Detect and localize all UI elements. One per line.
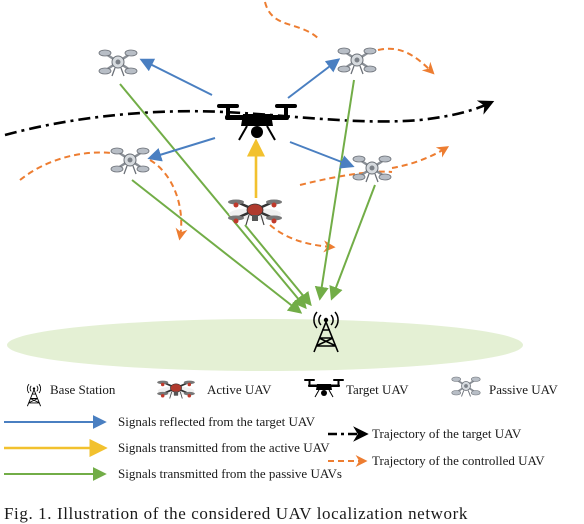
- legend-passive-tx-label: Signals transmitted from the passive UAV…: [118, 466, 342, 481]
- legend-active-uav-icon: [156, 379, 196, 400]
- ground-area: [7, 319, 523, 371]
- legend-passive-uav-label: Passive UAV: [489, 382, 558, 397]
- legend-base-station-label: Base Station: [50, 382, 116, 397]
- passive-uav-icon: [97, 48, 139, 78]
- legend-target-traj-label: Trajectory of the target UAV: [372, 426, 522, 441]
- legend-controlled-traj-label: Trajectory of the controlled UAV: [372, 453, 545, 468]
- passive-uav-icon: [351, 154, 393, 184]
- controlled-trajectories: [19, 1, 450, 253]
- target-uav-icon: [216, 103, 298, 141]
- active-uav-icon: [226, 198, 284, 227]
- legend-target-uav-label: Target UAV: [346, 382, 409, 397]
- legend-passive-uav-icon: [450, 376, 482, 398]
- legend-reflected-label: Signals reflected from the target UAV: [118, 414, 315, 429]
- legend-active-uav-label: Active UAV: [207, 382, 272, 397]
- passive-uav-icon: [109, 146, 151, 176]
- legend-target-uav-icon: [303, 378, 345, 398]
- passive-uav-icon: [336, 46, 378, 76]
- legend-active-tx-label: Signals transmitted from the active UAV: [118, 440, 330, 455]
- figure-caption: Fig. 1. Illustration of the considered U…: [4, 504, 468, 523]
- legend-base-station-icon: [26, 383, 42, 407]
- passive-signals: [119, 79, 376, 314]
- reflected-signals: [139, 58, 355, 169]
